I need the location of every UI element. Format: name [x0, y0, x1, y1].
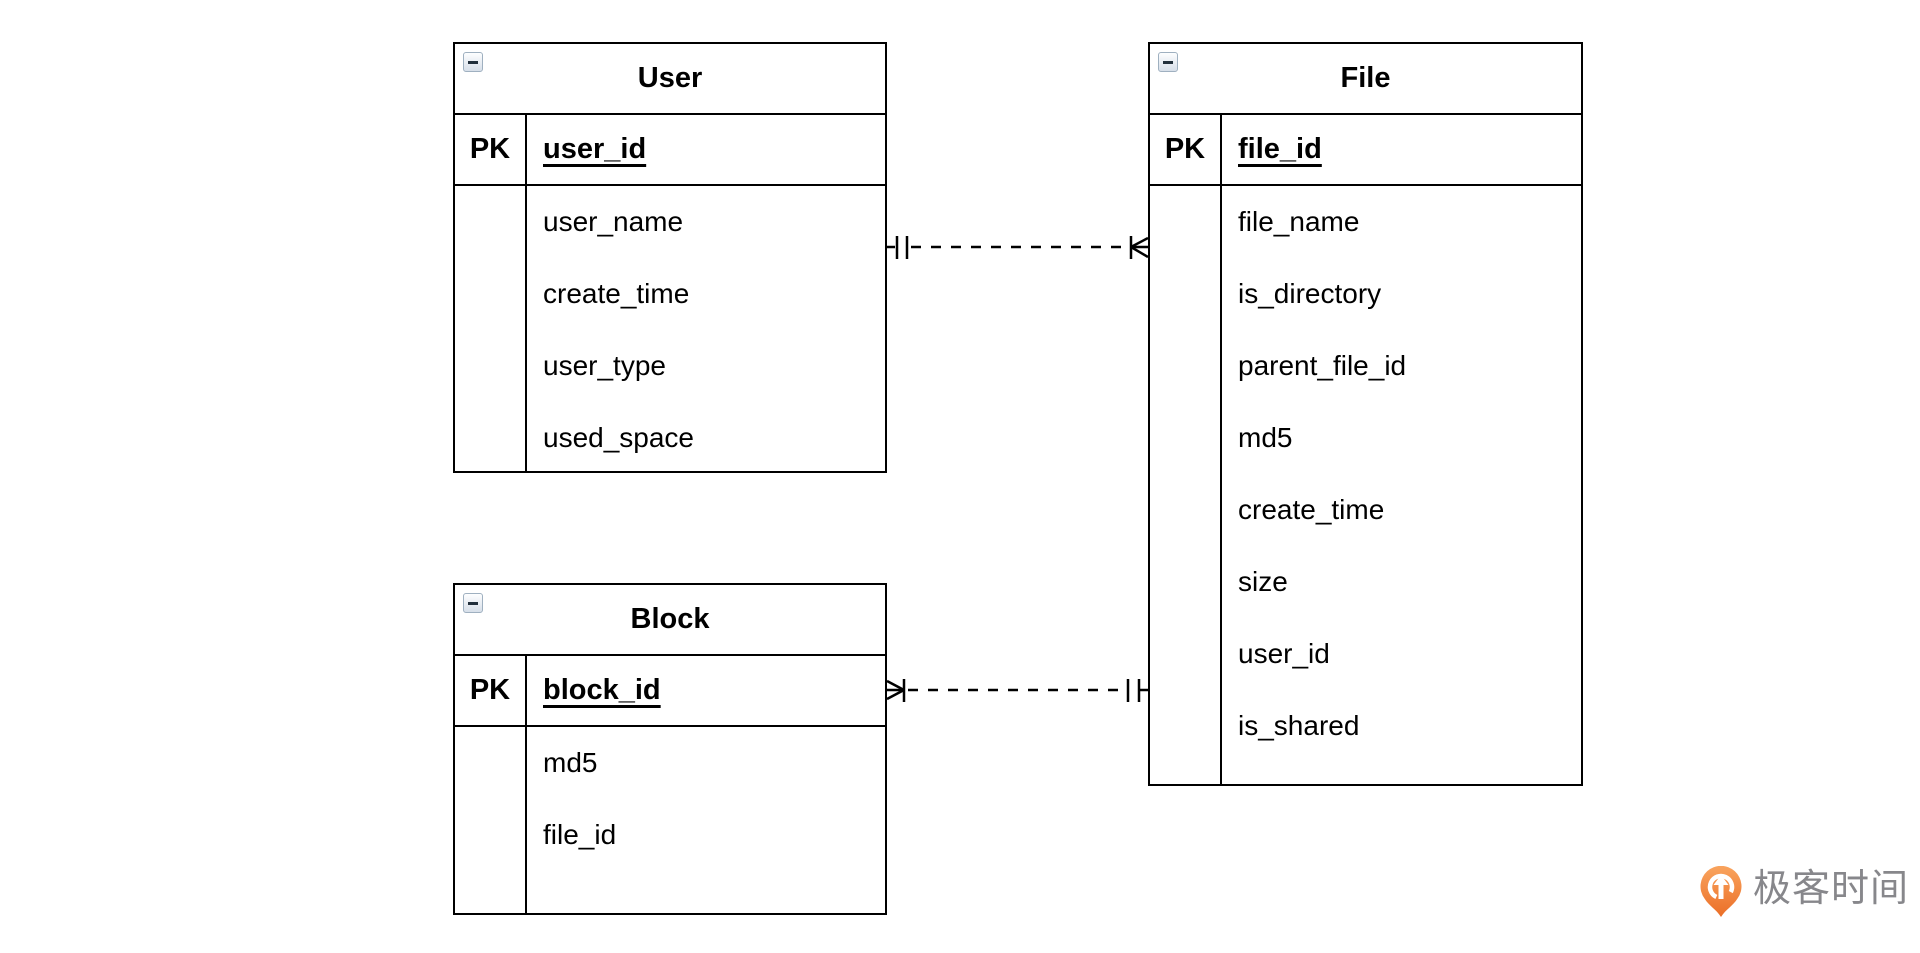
fields-section: md5 file_id	[455, 727, 885, 913]
field: parent_file_id	[1238, 350, 1407, 381]
geektime-pin-icon	[1700, 866, 1742, 917]
pk-label: PK	[455, 656, 527, 725]
key-column-spacer	[455, 727, 527, 913]
pk-row: PK user_id	[455, 115, 885, 186]
entity-file-header: File	[1150, 44, 1581, 115]
collapse-icon[interactable]	[463, 593, 483, 613]
pk-label: PK	[455, 115, 527, 184]
field: is_directory	[1238, 278, 1382, 309]
fields-section: user_name create_time user_type used_spa…	[455, 186, 885, 471]
pk-row: PK file_id	[1150, 115, 1581, 186]
entity-block[interactable]: Block PK block_id md5 file_id	[453, 583, 887, 915]
field: is_shared	[1238, 710, 1360, 741]
collapse-icon[interactable]	[463, 52, 483, 72]
minus-glyph	[468, 601, 478, 605]
field: create_time	[1238, 494, 1385, 525]
field: create_time	[543, 278, 690, 309]
geektime-logo: 极客时间	[1698, 866, 1909, 918]
pk-row: PK block_id	[455, 656, 885, 727]
field: md5	[543, 747, 598, 778]
entity-user[interactable]: User PK user_id user_name create_time us…	[453, 42, 887, 473]
connector-user-file[interactable]	[887, 236, 1149, 259]
entity-file[interactable]: File PK file_id file_name is_directory p…	[1148, 42, 1583, 786]
fields-section: file_name is_directory parent_file_id md…	[1150, 186, 1581, 784]
field: user_type	[543, 350, 666, 381]
entity-title: Block	[630, 603, 710, 635]
field: file_id	[543, 819, 617, 850]
key-column-spacer	[455, 186, 527, 471]
field: md5	[1238, 422, 1293, 453]
field: file_name	[1238, 206, 1360, 237]
minus-glyph	[1163, 60, 1173, 64]
key-column-spacer	[1150, 186, 1222, 784]
pk-label: PK	[1150, 115, 1222, 184]
entity-user-header: User	[455, 44, 885, 115]
pk-field: user_id	[543, 133, 647, 165]
minus-glyph	[468, 60, 478, 64]
collapse-icon[interactable]	[1158, 52, 1178, 72]
field: user_name	[543, 206, 684, 237]
field: user_id	[1238, 638, 1330, 669]
field: size	[1238, 566, 1288, 597]
field: used_space	[543, 422, 695, 453]
pk-field: file_id	[1238, 133, 1322, 165]
connector-block-file[interactable]	[886, 679, 1148, 702]
entity-title: User	[637, 62, 703, 94]
entity-block-header: Block	[455, 585, 885, 656]
pk-field: block_id	[543, 674, 661, 706]
entity-title: File	[1340, 62, 1391, 94]
geektime-logo-text: 极客时间	[1753, 868, 1910, 910]
